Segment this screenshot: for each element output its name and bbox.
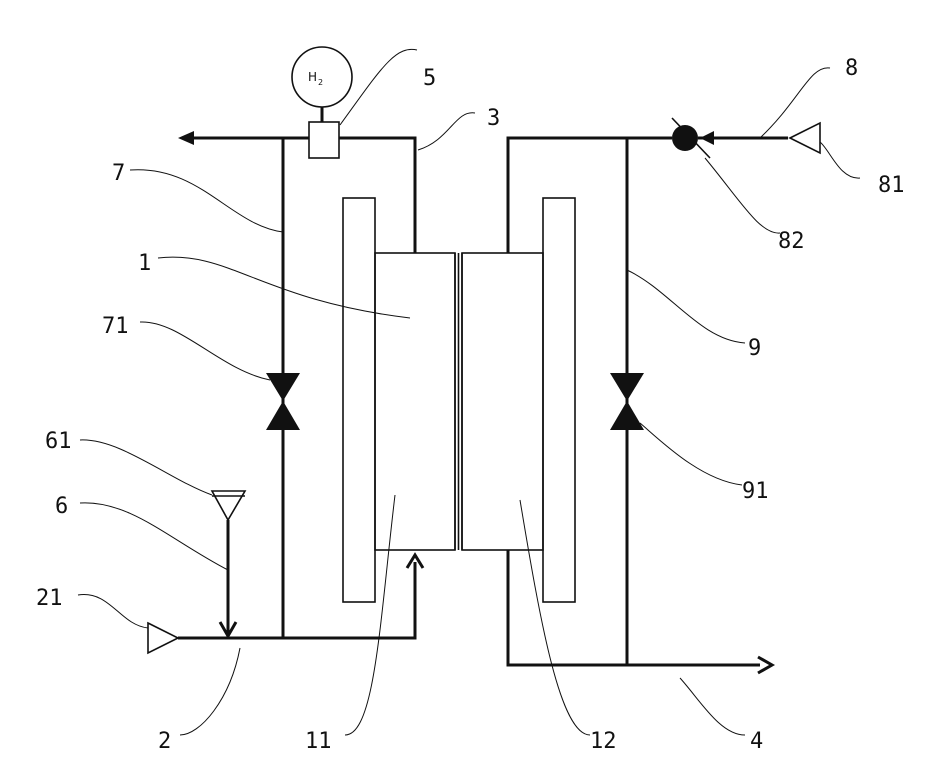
label-91: 91 (742, 479, 769, 504)
cathode-chamber-12 (462, 253, 543, 550)
anode-chamber-11 (375, 253, 455, 550)
valve-71-icon (266, 373, 300, 430)
label-71: 71 (102, 314, 129, 339)
label-6: 6 (55, 494, 68, 519)
check-valve-82-icon (672, 125, 698, 151)
outlet-pipe-4 (508, 550, 760, 665)
label-3: 3 (487, 106, 500, 131)
label-9: 9 (748, 336, 761, 361)
label-61: 61 (45, 429, 72, 454)
label-21: 21 (36, 586, 63, 611)
label-82: 82 (778, 229, 805, 254)
label-12: 12 (590, 729, 617, 754)
gauge-label: H (308, 70, 317, 84)
label-5: 5 (423, 66, 436, 91)
label-81: 81 (878, 173, 905, 198)
label-2: 2 (158, 729, 171, 754)
gauge-subscript: 2 (318, 78, 323, 87)
label-7: 7 (112, 161, 125, 186)
label-8: 8 (845, 56, 858, 81)
right-plate (543, 198, 575, 602)
leader-lines (78, 49, 860, 735)
left-plate (343, 198, 375, 602)
label-4: 4 (750, 729, 763, 754)
source-21-icon (148, 623, 178, 653)
source-81-icon (790, 123, 820, 153)
valve-91-icon (610, 373, 644, 430)
label-11: 11 (305, 729, 332, 754)
hydrogen-gauge-icon: H 2 (292, 47, 352, 158)
label-1: 1 (138, 251, 151, 276)
inlet-pipe-2 (178, 562, 415, 638)
water-inlet-pipe-8 (508, 138, 672, 253)
